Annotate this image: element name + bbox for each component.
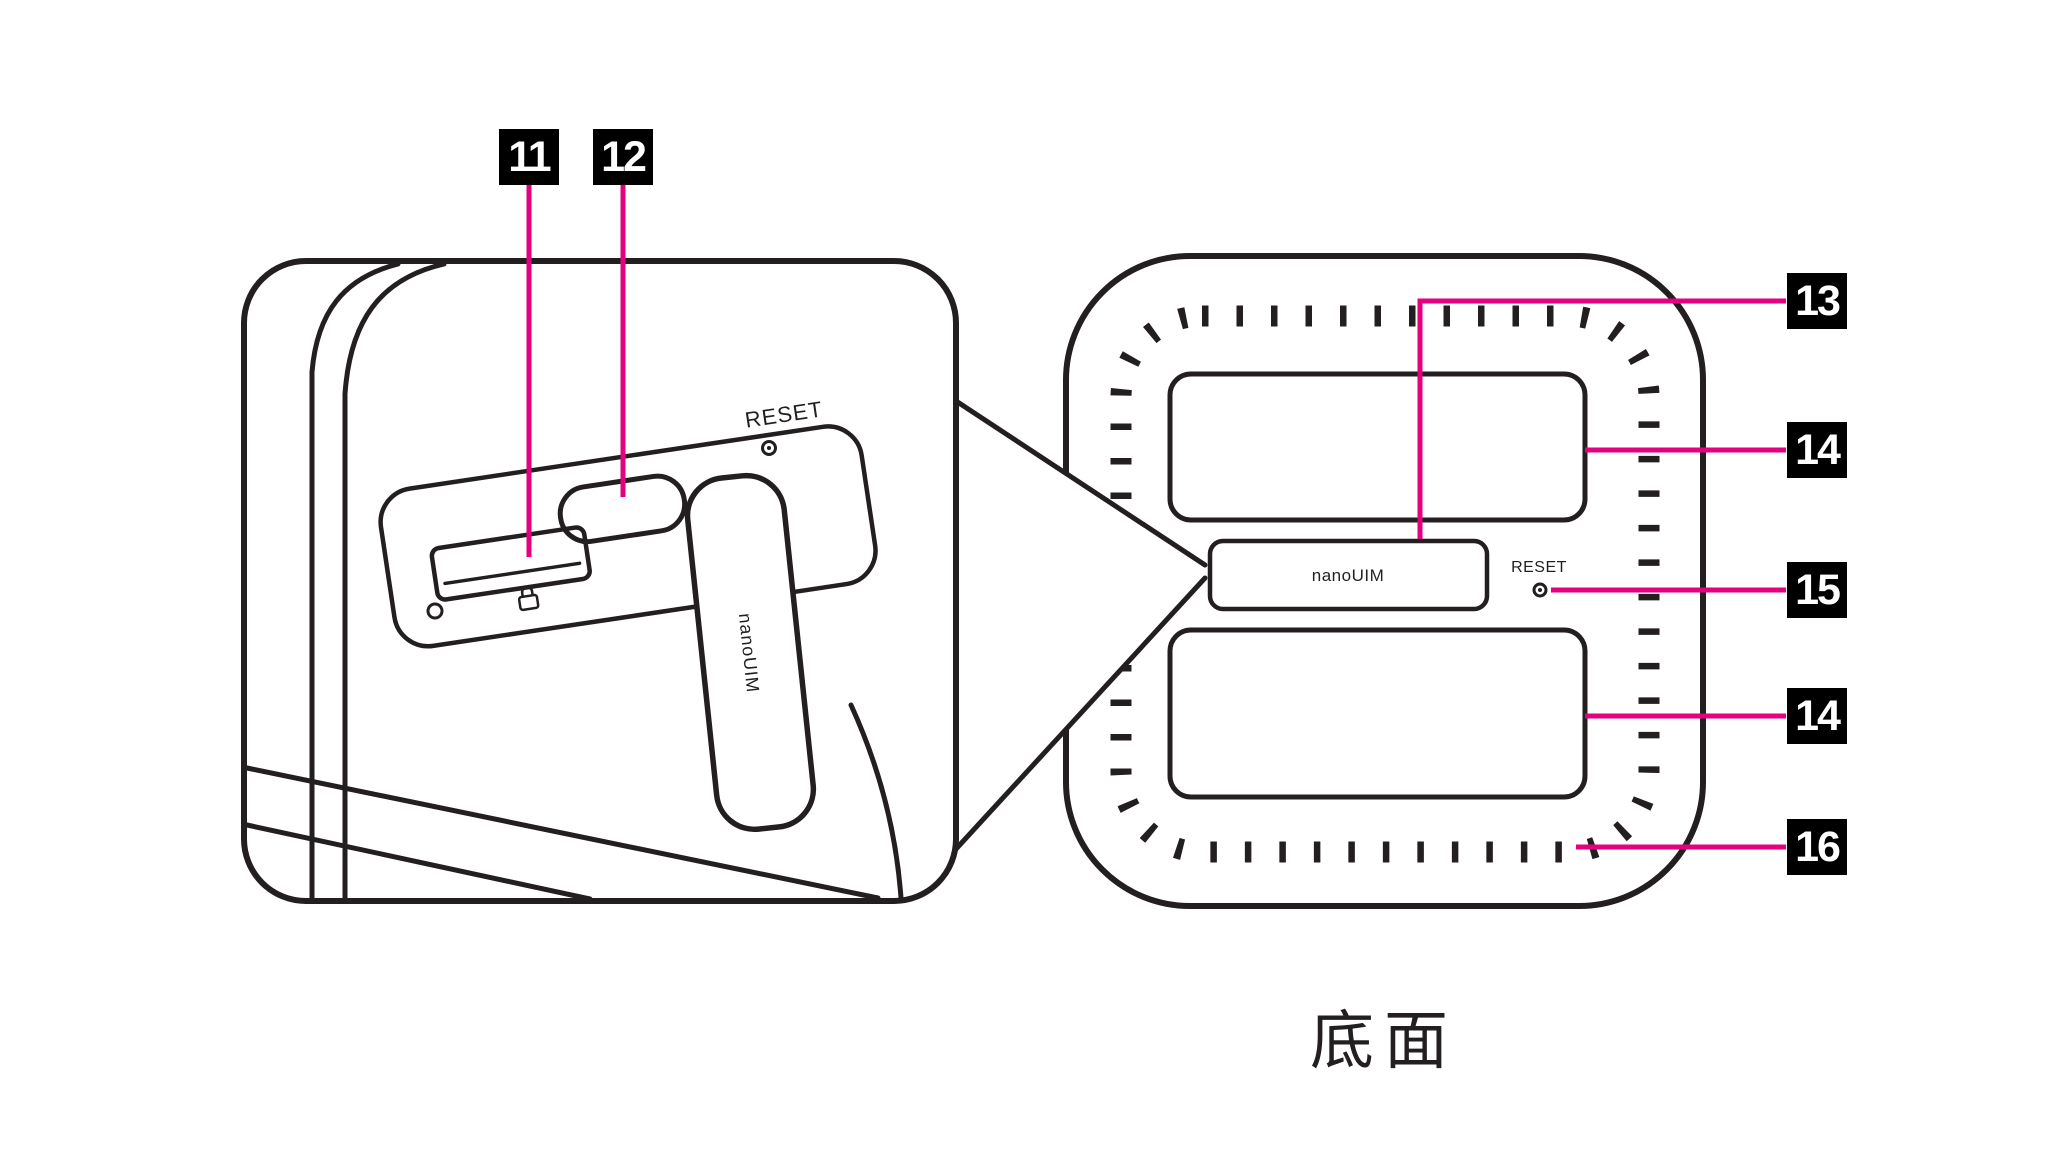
nanouim-cover-flap (684, 472, 817, 833)
callout-badge-14a: 14 (1787, 422, 1847, 478)
callout-badge-14b: 14 (1787, 688, 1847, 744)
device-bottom-edge-1 (244, 765, 881, 901)
reset-label: RESET (1511, 559, 1567, 576)
device-bottom-edge-2 (244, 822, 593, 902)
magnifier-wedge-bottom (953, 575, 1208, 852)
rubber-pad-top (1167, 371, 1588, 523)
vent-ring (1110, 305, 1660, 863)
detail-view (241, 258, 959, 904)
callout-line-13 (1417, 298, 1786, 539)
callout-badge-15: 15 (1787, 562, 1847, 618)
lock-icon-shackle (520, 585, 534, 599)
screw-hole (426, 602, 444, 620)
magnifier-wedge-fill (959, 404, 1205, 847)
reset-hole-detail-dot (767, 446, 771, 450)
reset-hole-detail (761, 440, 777, 456)
nanouim-cover-flap-group (684, 472, 817, 833)
reset-hole (1532, 582, 1548, 598)
nanouim-cover (1207, 538, 1490, 612)
bottom-view (1063, 253, 1706, 909)
port-recess (378, 424, 878, 649)
lock-icon-body (517, 593, 540, 612)
bottom-view-caption: 底面 (1310, 1005, 1458, 1077)
device-edge-line-inner (342, 261, 447, 901)
lock-icon (517, 585, 540, 612)
reset-hole-dot (1538, 588, 1542, 592)
cover-label: nanoUIM (1312, 566, 1384, 585)
callout-lines (526, 183, 1786, 850)
oval-button (557, 473, 688, 545)
callout-badge-11: 11 (499, 129, 559, 185)
magnifier-wedge-top (953, 398, 1208, 568)
device-corner-curve (848, 702, 904, 901)
callout-badge-13: 13 (1787, 273, 1847, 329)
callout-badge-12: 12 (593, 129, 653, 185)
nanouim-slot-inner-line (443, 561, 582, 586)
callout-badge-16: 16 (1787, 819, 1847, 875)
rubber-pad-bottom (1167, 627, 1588, 800)
port-recess-group (378, 424, 878, 649)
nanouim-slot (429, 525, 592, 602)
line-art (241, 253, 1706, 909)
device-edge-line-outer (309, 261, 401, 901)
